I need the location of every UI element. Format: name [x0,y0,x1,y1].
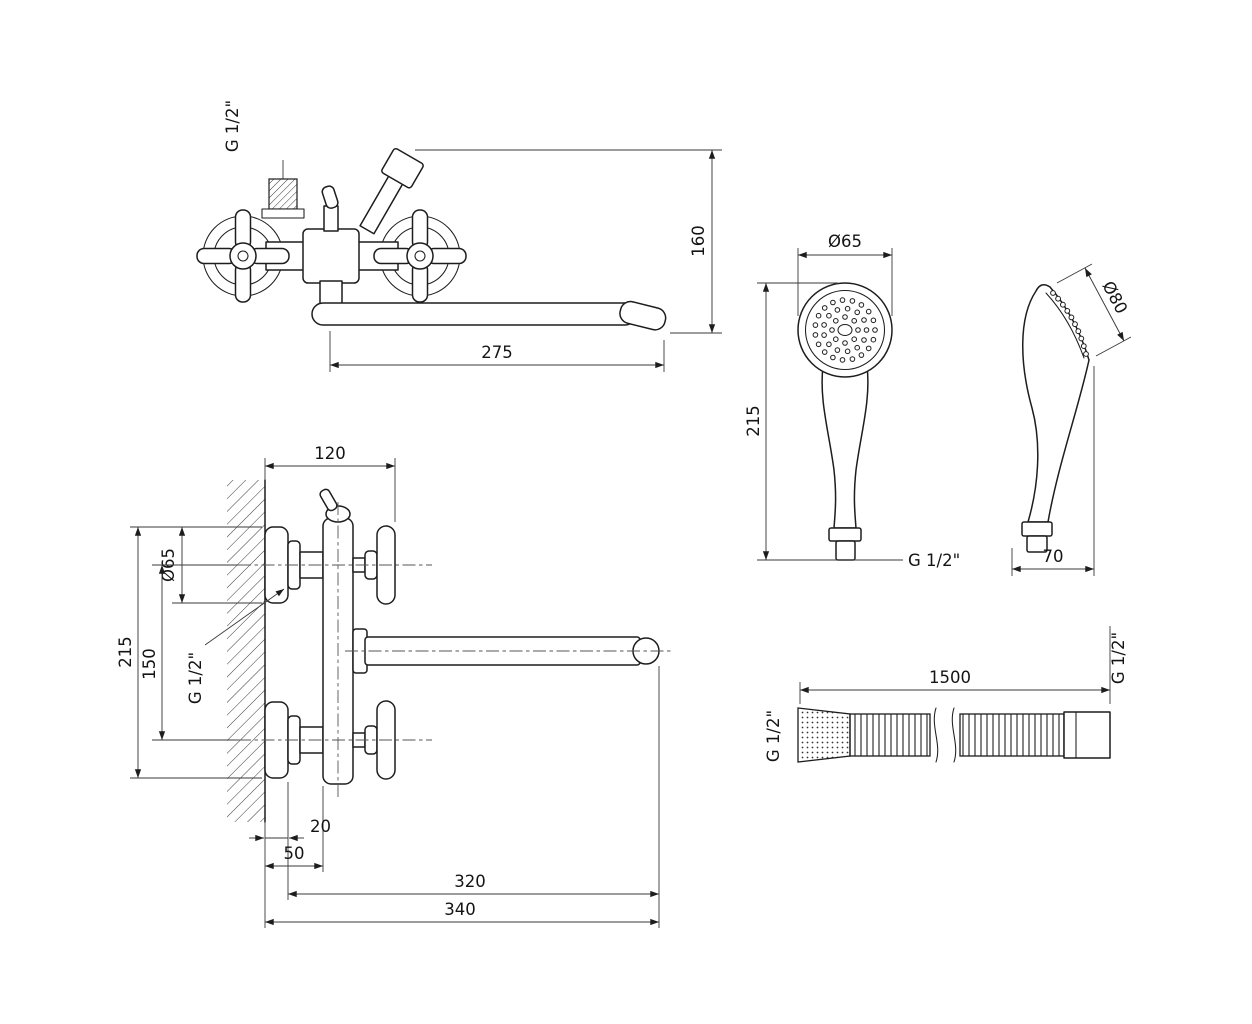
dim-handset-side-diameter: Ø80 [1098,278,1131,317]
left-cross-handle [196,209,290,303]
dim-handset-diameter: Ø65 [828,232,862,251]
mixer-body [302,228,360,284]
dim-handset-length: 215 [744,405,763,437]
hose-break-line [951,707,957,763]
dim-side-centers: 150 [140,648,159,680]
dim-front-spout-reach: 275 [481,343,513,362]
handset-face-rim [804,289,886,371]
faucet-front-view: G 1/2" 160 275 [196,100,722,372]
dim-hose-thread-left: G 1/2" [764,710,783,762]
handset-side-body [1022,284,1090,523]
right-cross-handle [373,209,467,303]
dim-hose-length: 1500 [929,668,971,687]
hose-segment-left [849,713,931,757]
spray-face-dots [812,297,878,363]
dim-handset-thread: G 1/2" [908,551,960,570]
ext-line [1056,263,1093,284]
thread-leader [204,588,285,646]
diverter-stem [323,205,339,232]
dim-side-width: 120 [314,444,346,463]
shower-hose: 1500 G 1/2" G 1/2" [764,626,1128,763]
diverter-knob [321,185,339,209]
ext-line [1095,336,1132,357]
handset-connector [828,527,862,542]
handset-face-center [837,323,853,337]
handset-side-face-inner [1045,292,1085,359]
handset-side-nut [1026,535,1048,553]
dim-side-spout-length: 320 [454,872,486,891]
dim-side-overall-depth: 340 [444,900,476,919]
hose-break-line [933,707,939,763]
dim-handset-side-depth: 70 [1043,547,1064,566]
dim-front-height: 160 [689,225,708,257]
dim-hose-thread-right: G 1/2" [1109,632,1128,684]
dim-line [1084,267,1125,342]
diverter-lever-side [319,488,338,512]
handset-nut [835,540,856,561]
threaded-inlet [268,178,298,210]
handset-side-view: Ø80 70 [1011,263,1132,576]
handset-front-view: Ø65 215 G 1/2" [744,232,960,570]
handset-side-connector [1021,521,1053,537]
dim-side-wall-offset: 20 [310,817,331,836]
shower-outlet [359,147,424,235]
hose-left-connector [797,707,851,763]
hose-right-connector [1063,711,1111,759]
handset-head [797,282,893,378]
dim-side-body-depth: 50 [284,844,305,863]
faucet-side-view: 120 Ø65 150 215 G 1/2" 20 50 320 340 [116,444,672,928]
dim-side-thread: G 1/2" [186,652,205,704]
wall-hatching [227,480,265,822]
handset-handle [821,365,869,529]
hose-segment-right [959,713,1065,757]
spout-tube [311,302,637,326]
dim-side-height: 215 [116,636,135,668]
spout-tip [619,300,667,331]
inlet-flange [261,208,305,219]
dim-front-thread: G 1/2" [223,100,242,152]
face-bead-dots [1050,290,1089,357]
